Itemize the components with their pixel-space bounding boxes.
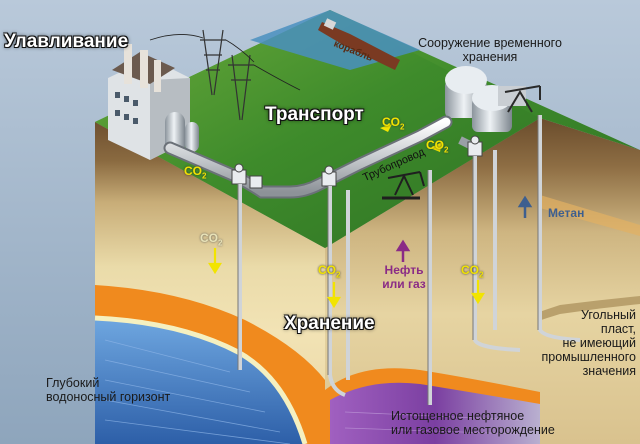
co2-label-capture: CO2 xyxy=(184,164,207,181)
power-plant-icon xyxy=(108,44,199,160)
pumpjack-icon-center xyxy=(382,171,425,200)
co2-label-depleted: CO2 xyxy=(318,263,341,280)
pumpjack-icon xyxy=(504,85,541,113)
storage-tank-icon xyxy=(445,66,526,132)
temp-storage-label: Сооружение временного хранения xyxy=(405,36,575,64)
oil-gas-line2: или газ xyxy=(382,277,426,291)
temp-storage-line1: Сооружение временного xyxy=(418,36,562,50)
depleted-line2: или газовое месторождение xyxy=(391,423,555,437)
power-pylon-icon xyxy=(200,29,254,121)
aquifer-line2: водоносный горизонт xyxy=(46,390,171,404)
methane-label: Метан xyxy=(548,206,585,220)
coal-line1: Угольный xyxy=(580,308,636,322)
oil-gas-label: Нефть или газ xyxy=(374,263,434,291)
coal-line2: пласт, xyxy=(600,322,636,336)
ship-icon xyxy=(318,18,400,70)
wellhead-icon xyxy=(231,135,483,189)
coal-line5: значения xyxy=(582,364,636,378)
co2-label-transport-1: CO2 xyxy=(382,115,405,132)
transport-label: Транспорт xyxy=(265,104,364,125)
temp-storage-line2: хранения xyxy=(462,50,518,64)
depleted-line1: Истощенное нефтяное xyxy=(391,409,525,423)
coal-line4: промышленного xyxy=(541,350,636,364)
co2-label-coal: CO2 xyxy=(461,263,484,280)
coal-line3: не имеющий xyxy=(562,336,636,350)
capture-label: Улавливание xyxy=(4,31,129,52)
depleted-field-label: Истощенное нефтяное или газовое месторож… xyxy=(391,409,555,437)
aquifer-label: Глубокий водоносный горизонт xyxy=(46,376,170,404)
coal-seam-label: Угольный пласт, не имеющий промышленного… xyxy=(520,308,636,378)
storage-label: Хранение xyxy=(284,313,375,334)
aquifer-line1: Глубокий xyxy=(46,376,100,390)
co2-label-aquifer: CO2 xyxy=(200,231,223,248)
oil-gas-line1: Нефть xyxy=(384,263,424,277)
co2-label-transport-2: CO2 xyxy=(426,138,449,155)
